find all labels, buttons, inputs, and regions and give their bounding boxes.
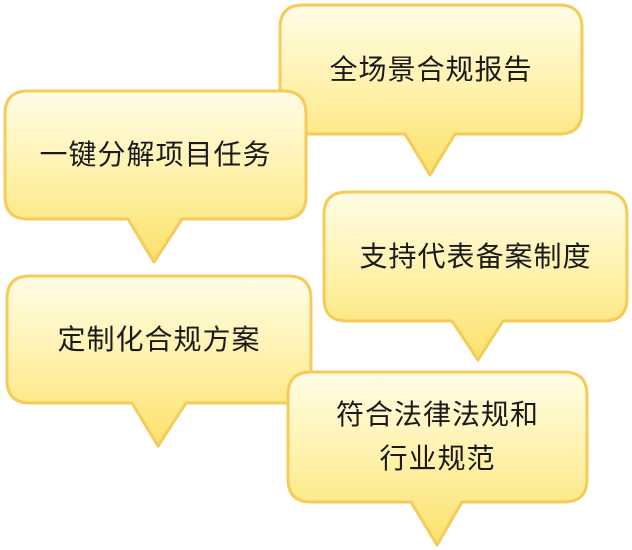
speech-bubble-report [278,3,584,177]
bubble-text-report: 全场景合规报告 [329,52,533,86]
bubble-label-plan: 定制化合规方案 [7,276,311,403]
bubble-text-filing: 支持代表备案制度 [359,239,592,273]
bubble-text-plan: 定制化合规方案 [57,322,261,356]
bubble-label-decompose: 一键分解项目任务 [5,91,306,219]
bubble-text-law-line2: 行业规范 [379,442,496,475]
bubble-text-decompose: 一键分解项目任务 [39,138,272,171]
speech-bubble-decompose [3,89,308,264]
speech-bubble-filing [322,190,629,362]
speech-bubble-plan [5,274,313,448]
bubble-text-law-line1: 符合法律法规和 [335,398,539,431]
bubble-label-law: 符合法律法规和 行业规范 [288,372,587,502]
bubble-label-report: 全场景合规报告 [280,5,582,134]
bubble-label-filing: 支持代表备案制度 [324,192,627,321]
speech-bubble-law [286,370,589,547]
